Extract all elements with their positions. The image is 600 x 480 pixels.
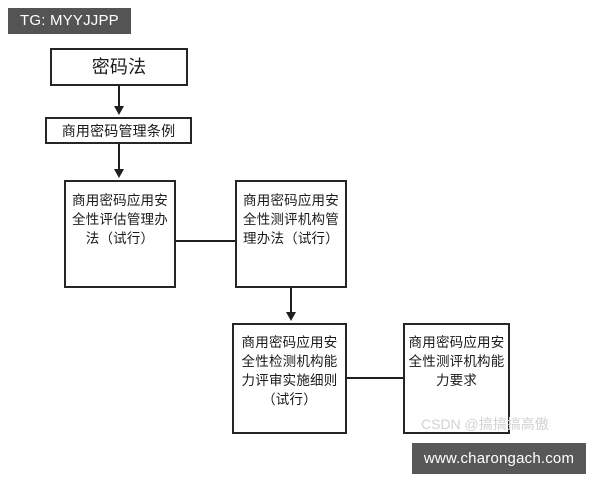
connector-regulation-to-assessment (118, 144, 120, 171)
node-assessment-measures-label: 商用密码应用安全性评估管理办法（试行） (72, 193, 168, 246)
connector-law-to-regulation (118, 86, 120, 108)
connector-assessment-to-organization (176, 240, 236, 242)
node-organization-management-label: 商用密码应用安全性测评机构管理办法（试行） (243, 193, 339, 246)
node-assessment-measures[interactable]: 商用密码应用安全性评估管理办法（试行） (64, 180, 176, 288)
node-capability-requirements[interactable]: 商用密码应用安全性测评机构能力要求 (403, 323, 510, 434)
node-regulation[interactable]: 商用密码管理条例 (45, 117, 192, 144)
arrow-down-icon (114, 169, 124, 178)
tg-badge: TG: MYYJJPP (8, 8, 131, 34)
node-law-label: 密码法 (91, 57, 147, 77)
node-capability-requirements-label: 商用密码应用安全性测评机构能力要求 (408, 335, 505, 388)
node-organization-management[interactable]: 商用密码应用安全性测评机构管理办法（试行） (235, 180, 347, 288)
node-capability-review-rules-label: 商用密码应用安全性检测机构能力评审实施细则（试行） (241, 335, 338, 407)
watermark: CSDN @搞搞搞高傲 (421, 416, 549, 432)
node-regulation-label: 商用密码管理条例 (61, 122, 176, 139)
url-bar: www.charongach.com (412, 443, 586, 474)
connector-capability-to-requirement (347, 377, 404, 379)
connector-organization-to-capability (290, 288, 292, 314)
node-capability-review-rules[interactable]: 商用密码应用安全性检测机构能力评审实施细则（试行） (232, 323, 347, 434)
arrow-down-icon (286, 312, 296, 321)
arrow-down-icon (114, 106, 124, 115)
node-law[interactable]: 密码法 (50, 48, 188, 86)
